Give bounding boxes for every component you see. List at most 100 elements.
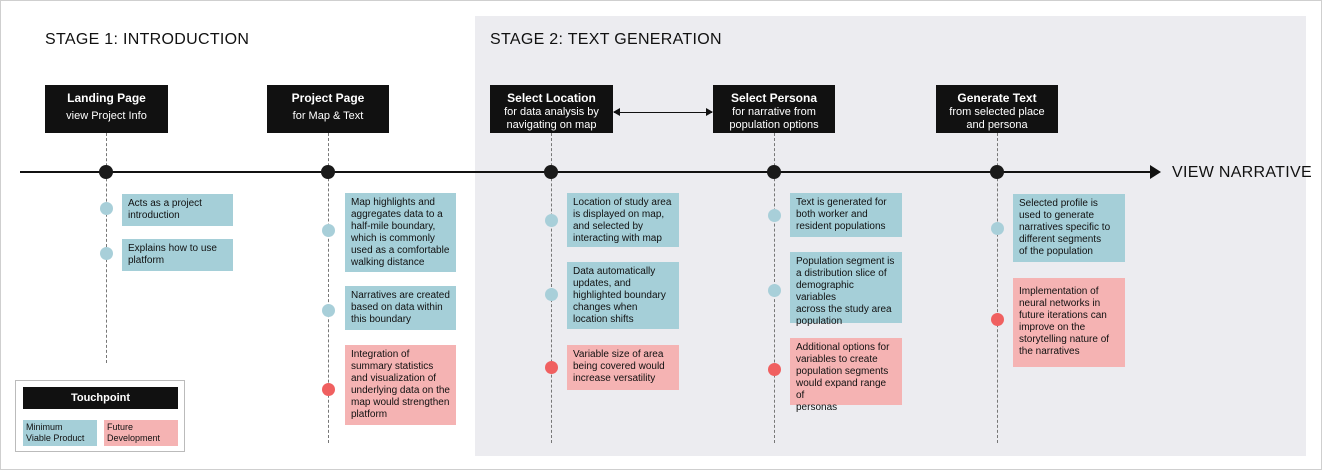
timeline-node-select-location — [544, 165, 558, 179]
step-header-project-page: Project Page for Map & Text — [267, 85, 389, 133]
card-landing-2: Explains how to use platform — [122, 239, 233, 271]
card-line: walking distance — [351, 257, 425, 268]
card-marker — [322, 304, 335, 317]
step-subtitle: from selected place — [949, 106, 1045, 118]
card-line: used to generate — [1019, 210, 1095, 221]
card-line: neural networks in — [1019, 298, 1101, 309]
card-line: would expand range of — [796, 378, 887, 401]
card-line: platform — [128, 255, 165, 266]
card-line: resident populations — [796, 221, 886, 232]
timeline-node-landing-page — [99, 165, 113, 179]
card-marker — [545, 288, 558, 301]
card-marker — [100, 202, 113, 215]
card-project-1: Map highlights and aggregates data to a … — [345, 193, 456, 272]
stage-1-title: STAGE 1: INTRODUCTION — [45, 31, 250, 48]
card-line: of the population — [1019, 246, 1093, 257]
card-line: Population segment is — [796, 256, 895, 267]
card-line: Location of study area — [573, 197, 672, 208]
card-marker — [545, 361, 558, 374]
card-line: which is commonly — [351, 233, 435, 244]
legend-line: Viable Product — [26, 433, 85, 443]
card-line: updates, and — [573, 278, 631, 289]
timeline-node-select-persona — [767, 165, 781, 179]
timeline-arrowhead — [1150, 165, 1161, 179]
step-title: Select Location — [507, 91, 596, 105]
legend-line: Development — [107, 433, 161, 443]
card-line: aggregates data to a — [351, 209, 443, 220]
step-header-select-persona: Select Persona for narrative from popula… — [713, 85, 835, 133]
card-line: used as a comfortable — [351, 245, 450, 256]
step-subtitle: for data analysis by — [504, 106, 599, 118]
card-line: map would strengthen — [351, 397, 450, 408]
card-line: Text is generated for — [796, 197, 887, 208]
card-persona-3: Additional options for variables to crea… — [790, 338, 902, 413]
card-line: demographic variables — [796, 280, 854, 303]
step-title: Project Page — [291, 91, 365, 105]
step-connector-line — [997, 133, 998, 443]
step-subtitle: and persona — [966, 119, 1028, 131]
step-header-generate-text: Generate Text from selected place and pe… — [936, 85, 1058, 133]
card-line: Variable size of area — [573, 349, 664, 360]
timeline-node-generate-text — [990, 165, 1004, 179]
step-subtitle: for narrative from — [732, 106, 816, 118]
card-marker — [768, 284, 781, 297]
legend-line: Future — [107, 422, 134, 432]
card-marker — [991, 313, 1004, 326]
card-marker — [991, 222, 1004, 235]
card-line: and selected by — [573, 221, 644, 232]
card-line: underlying data on the — [351, 385, 450, 396]
step-connector-line — [328, 133, 329, 443]
card-line: Additional options for — [796, 342, 890, 353]
card-location-1: Location of study area is displayed on m… — [567, 193, 679, 247]
card-line: Narratives are created — [351, 290, 450, 301]
card-persona-2: Population segment is a distribution sli… — [790, 252, 902, 327]
timeline-axis — [20, 171, 1155, 173]
card-line: summary statistics — [351, 361, 434, 372]
card-line: Explains how to use — [128, 243, 217, 254]
card-marker — [322, 224, 335, 237]
card-landing-1: Acts as a project introduction — [122, 194, 233, 226]
stage-2-title: STAGE 2: TEXT GENERATION — [490, 31, 722, 48]
card-line: a distribution slice of — [796, 268, 887, 279]
step-subtitle: population options — [729, 119, 819, 131]
step-subtitle: for Map & Text — [292, 110, 364, 122]
card-line: changes when — [573, 302, 638, 313]
card-marker — [322, 383, 335, 396]
card-line: platform — [351, 409, 388, 420]
legend-future: Future Development — [104, 420, 178, 446]
timeline-end-label: VIEW NARRATIVE — [1172, 164, 1312, 181]
timeline-node-project-page — [321, 165, 335, 179]
card-line: variables to create — [796, 354, 878, 365]
card-line: population — [796, 316, 843, 327]
card-line: Integration of — [351, 349, 410, 360]
card-line: half-mile boundary, — [351, 221, 436, 232]
card-line: Selected profile is — [1019, 198, 1098, 209]
step-header-landing-page: Landing Page view Project Info — [45, 85, 168, 133]
card-line: Data automatically — [573, 266, 656, 277]
card-marker — [100, 247, 113, 260]
card-line: location shifts — [573, 314, 634, 325]
card-marker — [768, 209, 781, 222]
card-line: this boundary — [351, 314, 412, 325]
card-line: interacting with map — [573, 233, 662, 244]
step-header-select-location: Select Location for data analysis by nav… — [490, 85, 613, 133]
card-line: population segments — [796, 366, 889, 377]
card-marker — [768, 363, 781, 376]
card-project-2: Narratives are created based on data wit… — [345, 286, 456, 330]
card-project-3: Integration of summary statistics and vi… — [345, 345, 456, 425]
card-line: introduction — [128, 210, 180, 221]
card-line: Map highlights and — [351, 197, 435, 208]
legend-line: Minimum — [26, 422, 63, 432]
card-line: personas — [796, 402, 838, 413]
step-title: Generate Text — [957, 91, 1037, 105]
location-persona-link-arrow — [613, 108, 713, 116]
card-line: and visualization of — [351, 373, 437, 384]
card-line: different segments — [1019, 234, 1102, 245]
step-subtitle: view Project Info — [66, 110, 147, 122]
card-line: based on data within — [351, 302, 443, 313]
card-location-3: Variable size of area being covered woul… — [567, 345, 679, 390]
card-line: future iterations can — [1019, 310, 1107, 321]
card-marker — [545, 214, 558, 227]
card-generate-1: Selected profile is used to generate nar… — [1013, 194, 1125, 262]
